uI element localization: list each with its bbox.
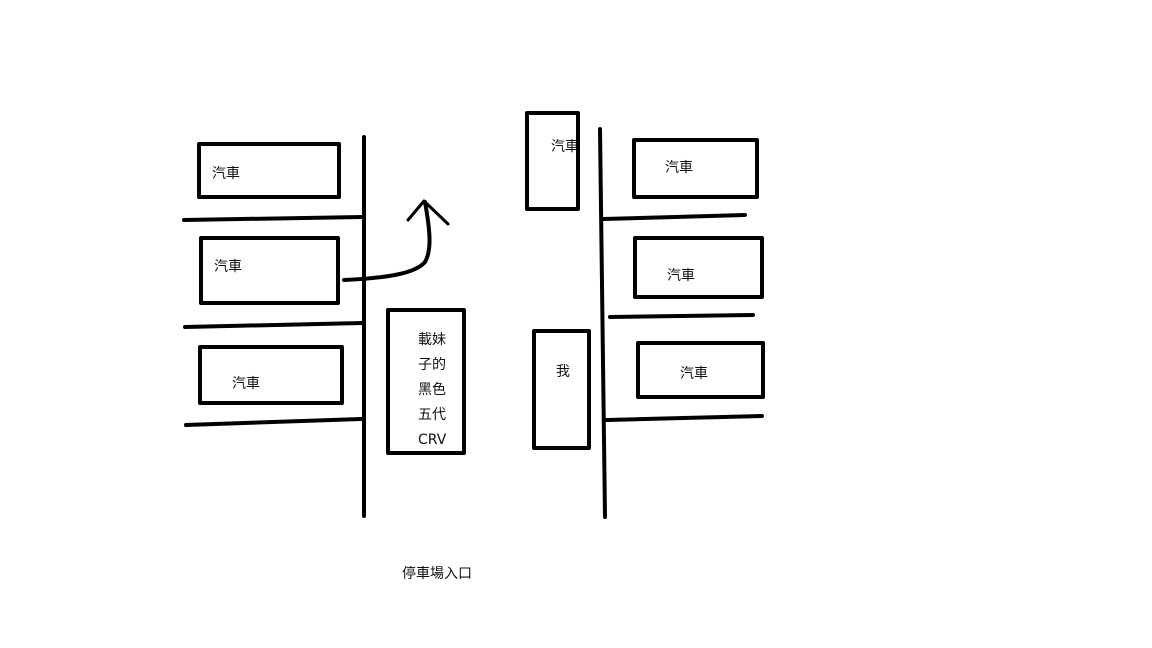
left-space-line-2 <box>183 321 364 329</box>
crv-label-line: 載妹 <box>418 332 446 348</box>
left-car-2 <box>199 236 340 305</box>
crv-label-line: CRV <box>418 432 447 448</box>
right-car-2-label: 汽車 <box>667 268 695 284</box>
right-lane-line <box>598 127 607 519</box>
right-car-1 <box>632 138 759 199</box>
vertical-car-label: 汽車 <box>551 139 579 155</box>
right-space-line-1 <box>601 213 747 221</box>
my-car-label: 我 <box>556 364 570 380</box>
right-car-2 <box>633 236 764 299</box>
left-car-3-label: 汽車 <box>232 376 260 392</box>
left-car-1-label: 汽車 <box>212 166 240 182</box>
crv-label-line: 子的 <box>418 357 446 373</box>
my-car <box>532 329 591 450</box>
right-car-3-label: 汽車 <box>680 366 708 382</box>
crv-label-line: 五代 <box>418 407 446 423</box>
left-car-1 <box>197 142 341 199</box>
right-space-line-2 <box>608 313 755 319</box>
crv-label-line: 黑色 <box>418 382 446 398</box>
arrow-head-icon <box>406 199 450 226</box>
right-space-line-3 <box>605 414 764 422</box>
movement-arrow-line <box>342 200 432 282</box>
right-car-1-label: 汽車 <box>665 160 693 176</box>
left-car-2-label: 汽車 <box>214 259 242 275</box>
right-car-3 <box>636 341 765 399</box>
left-car-3 <box>198 345 344 405</box>
crv-label: 載妹 子的 黑色 五代 CRV <box>418 328 446 453</box>
left-space-line-3 <box>184 417 363 427</box>
left-space-line-1 <box>182 215 364 222</box>
vertical-car <box>525 111 580 211</box>
entrance-label: 停車場入口 <box>402 566 472 582</box>
crv-car <box>386 308 466 455</box>
